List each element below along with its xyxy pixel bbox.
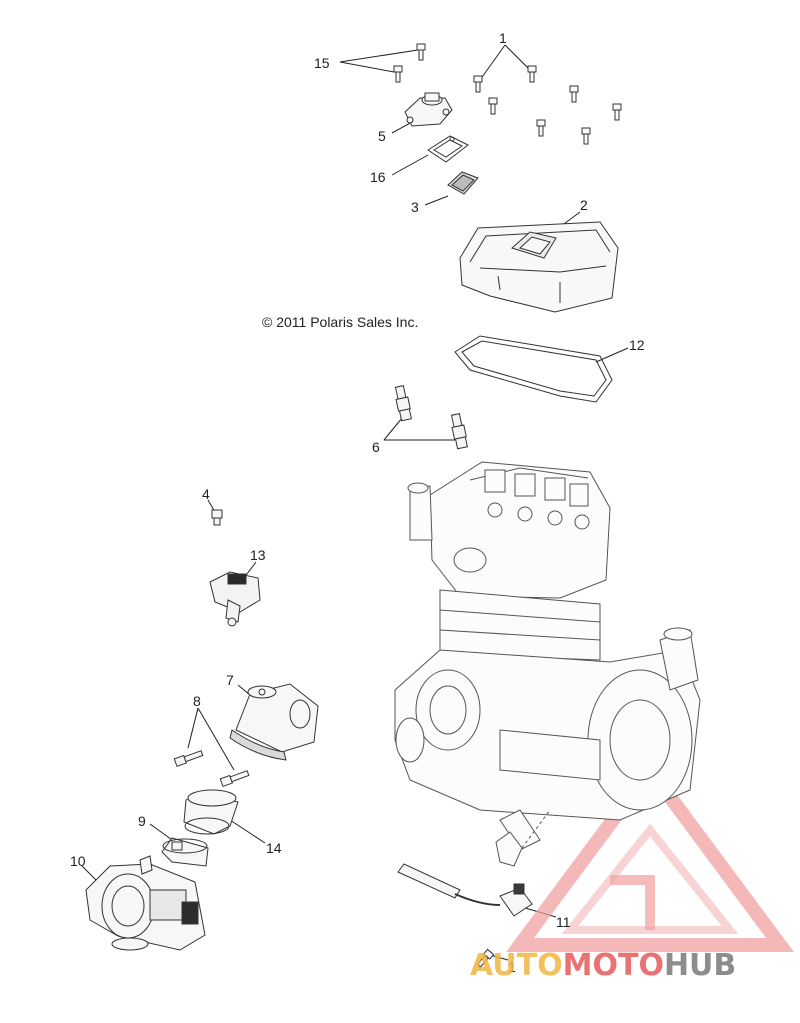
callout-8: 8: [193, 693, 201, 709]
watermark-part-moto: MOTO: [563, 948, 664, 983]
callout-6: 6: [372, 439, 380, 455]
callout-16: 16: [370, 169, 386, 185]
callout-12: 12: [629, 337, 645, 353]
watermark-text: AUTOMOTOHUB: [470, 948, 736, 983]
callout-13: 13: [250, 547, 266, 563]
callout-11: 11: [556, 914, 571, 930]
callout-5: 5: [378, 128, 386, 144]
callout-9: 9: [138, 813, 146, 829]
valve-cover-icon: [459, 221, 619, 313]
callout-7: 7: [226, 672, 234, 688]
callout-15: 15: [314, 55, 330, 71]
map-sensor-icon: [209, 571, 261, 627]
callout-3: 3: [411, 199, 419, 215]
bottom-bolt-icon: [476, 948, 495, 968]
bolt-set-icon: [473, 65, 622, 145]
long-bolt-pair-icon: [173, 750, 250, 788]
callout-1-top: 1: [499, 30, 507, 46]
callout-14: 14: [266, 840, 282, 856]
sensor-bracket-icon: [495, 809, 551, 867]
svg-text:AUTOMOTOHUB: AUTOMOTOHUB: [470, 948, 736, 983]
watermark-part-hub: HUB: [664, 948, 736, 983]
watermark-part-auto: AUTO: [470, 948, 563, 983]
valve-cover-gasket-icon: [454, 335, 613, 403]
breather-housing-icon: [404, 92, 453, 127]
screw-icon: [211, 509, 223, 526]
bolt-pair-icon: [393, 43, 426, 83]
callout-10: 10: [70, 853, 86, 869]
small-gasket-icon: [427, 135, 469, 163]
intake-sleeve-icon: [183, 789, 239, 835]
intake-boot-icon: [229, 683, 319, 761]
hose-clamp-icon: [161, 837, 209, 867]
engine-assembly-icon: [394, 461, 701, 851]
copyright-text: © 2011 Polaris Sales Inc.: [262, 314, 418, 330]
watermark-logo-icon: [506, 758, 794, 952]
callout-1-bottom: 1: [508, 959, 516, 975]
spark-plug-pair-icon: [394, 385, 468, 450]
callout-2: 2: [580, 197, 588, 213]
throttle-body-icon: [85, 855, 206, 951]
filter-screen-icon: [447, 171, 479, 195]
sensor-cable-icon: [397, 863, 533, 917]
callout-4: 4: [202, 486, 210, 502]
